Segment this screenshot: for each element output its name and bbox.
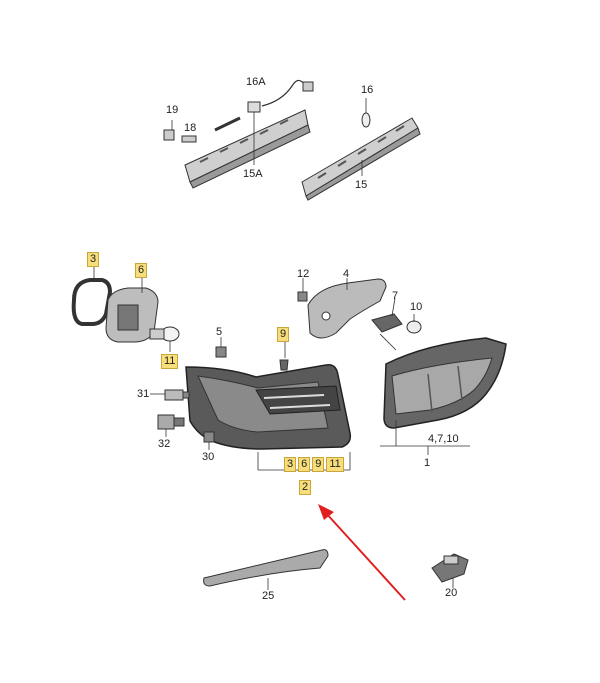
label-11: 11 <box>161 354 179 369</box>
label-18: 18 <box>184 122 197 134</box>
label-2-item-9: 9 <box>312 457 325 472</box>
label-12: 12 <box>297 268 310 280</box>
label-15a: 15A <box>243 168 263 180</box>
label-1-group: 4,7,10 <box>428 433 459 445</box>
label-16: 16 <box>361 84 374 96</box>
fasteners <box>150 389 215 450</box>
part-9-shape <box>279 359 289 371</box>
red-arrow <box>318 504 406 601</box>
label-16a: 16A <box>246 76 266 88</box>
plate-light <box>431 553 469 588</box>
label-9: 9 <box>277 327 290 342</box>
light-bar-15 <box>301 98 421 201</box>
label-19: 19 <box>166 104 179 116</box>
label-2-item-3: 3 <box>284 457 297 472</box>
label-3: 3 <box>87 252 100 267</box>
label-31: 31 <box>137 388 150 400</box>
trim-strip <box>203 549 329 590</box>
label-32: 32 <box>158 438 171 450</box>
label-20: 20 <box>445 587 458 599</box>
label-5: 5 <box>216 326 223 338</box>
label-2-item-6: 6 <box>298 457 311 472</box>
label-2-item-11: 11 <box>326 457 344 472</box>
label-4: 4 <box>343 268 350 280</box>
label-2: 2 <box>299 480 312 495</box>
label-6: 6 <box>135 263 148 278</box>
label-15: 15 <box>355 179 368 191</box>
label-2-group: 3 6 9 11 <box>284 457 344 472</box>
light-bar-15a <box>163 79 314 189</box>
label-10: 10 <box>410 301 423 313</box>
tail-light-inner <box>380 337 507 455</box>
label-25: 25 <box>262 590 275 602</box>
part-5-shape <box>215 346 227 358</box>
label-1: 1 <box>424 457 431 469</box>
label-7: 7 <box>392 290 399 302</box>
gasket-and-socket <box>71 265 180 352</box>
label-30: 30 <box>202 451 215 463</box>
tail-light-outer <box>185 363 352 471</box>
bracket-assembly <box>297 278 422 351</box>
